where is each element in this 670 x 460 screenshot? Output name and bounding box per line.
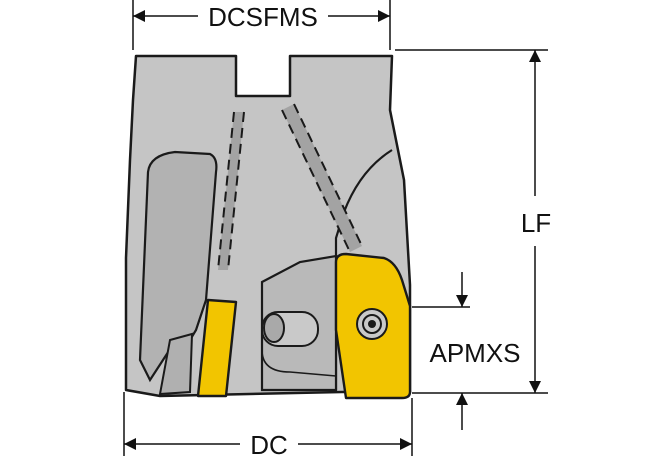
lower-facet: [158, 332, 194, 396]
cutter-body: [124, 54, 412, 398]
label-apmxs: APMXS: [429, 338, 520, 368]
coolant-channels: [217, 103, 363, 271]
label-dcsfms: DCSFMS: [208, 2, 318, 32]
front-insert: [334, 252, 412, 400]
flute-left: [138, 150, 218, 383]
left-insert: [196, 298, 238, 398]
screw-housing: [261, 311, 319, 347]
label-lf: LF: [521, 208, 551, 238]
dimension-dc: DC: [123, 392, 413, 460]
pocket-edge: [261, 282, 337, 377]
dimension-apmxs: APMXS: [412, 272, 521, 430]
dimension-dcsfms: DCSFMS: [132, 0, 391, 50]
dimension-lf: LF: [395, 49, 551, 394]
torx-screw-icon: [356, 308, 388, 340]
label-dc: DC: [250, 430, 288, 460]
